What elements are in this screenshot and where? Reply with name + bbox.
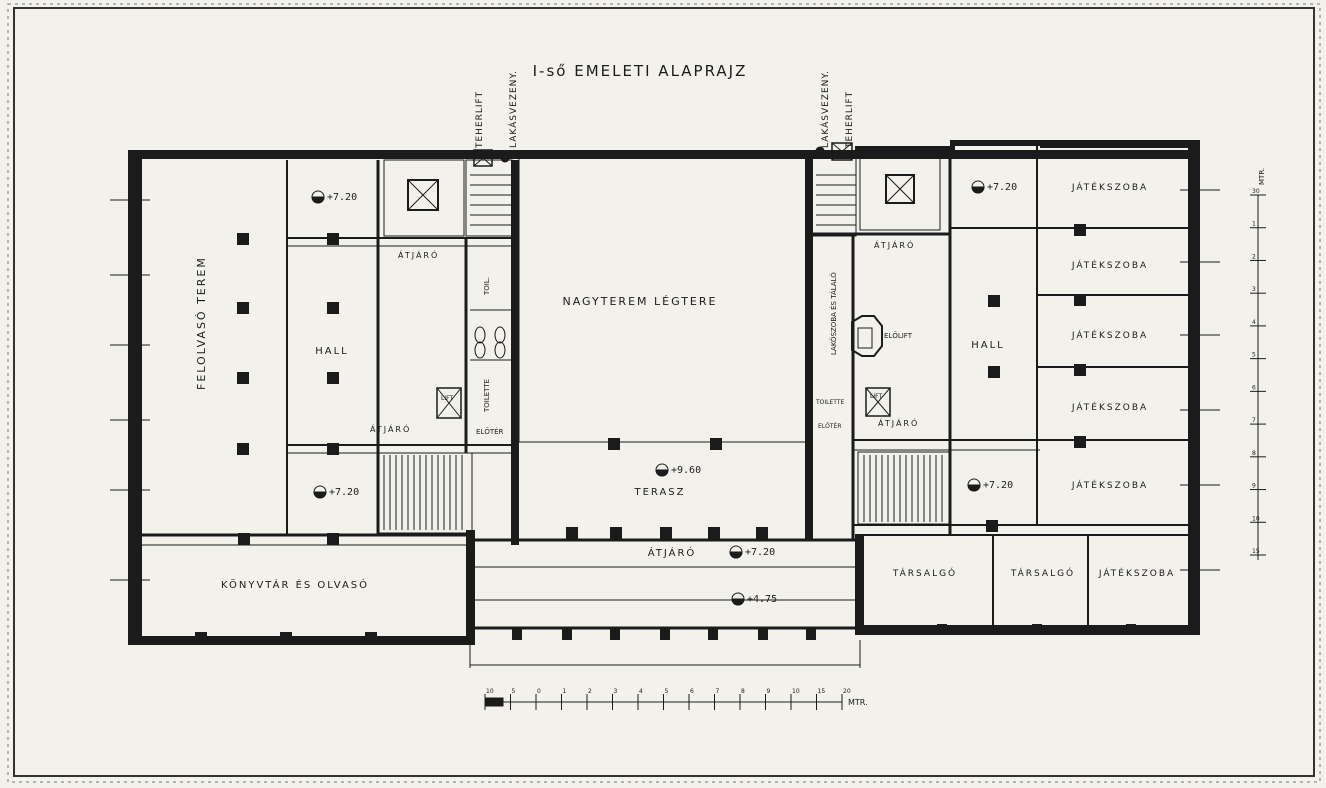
scale-bottom-tick-label: 2: [588, 688, 592, 695]
room-jatekszoba-1: JÁTÉKSZOBA: [1071, 181, 1148, 193]
scale-right-tick-label: 7: [1252, 417, 1256, 424]
level-atjaro-center: +7.20: [745, 547, 775, 558]
room-jatekszoba-4: JÁTÉKSZOBA: [1071, 401, 1148, 413]
interior-walls-right: [809, 142, 1188, 628]
scale-right-tick-label: 9: [1252, 483, 1256, 490]
columns-right: [937, 224, 1136, 634]
scale-bar-bottom: [484, 694, 843, 710]
columns-center: [512, 438, 816, 640]
plan-title: I-ső EMELETI ALAPRAJZ: [533, 62, 748, 80]
level-terrasz: +9.60: [671, 465, 701, 476]
room-jatekszoba-5: JÁTÉKSZOBA: [1071, 479, 1148, 491]
scale-right-tick-label: 1: [1252, 221, 1256, 228]
scale-right-tick-label: 2: [1252, 253, 1256, 260]
room-atjaro-top-right: ÁTJÁRÓ: [874, 239, 915, 250]
room-eloter-right: ELŐTÉR: [818, 422, 841, 430]
main-stair-right-treads: [863, 455, 943, 522]
drawing-frame: [13, 7, 1315, 777]
scale-right-tick-label: 6: [1252, 384, 1256, 391]
interior-walls-left: [142, 149, 519, 546]
room-lift-left: LIFT: [441, 395, 453, 402]
scale-bottom-tick-label: 6: [690, 688, 694, 695]
room-lift-right: LIFT: [870, 393, 882, 400]
scale-bottom-tick-label: 20: [843, 688, 851, 695]
level-hall-right-top: +7.20: [987, 182, 1017, 193]
level-hall-left-bottom: +7.20: [329, 487, 359, 498]
room-atjaro-top-left: ÁTJÁRÓ: [398, 249, 439, 260]
scale-bottom-tick-label: 5: [512, 688, 516, 695]
scale-bottom-tick-label: 3: [614, 688, 618, 695]
label-lakasvezeny-right: LAKÁSVEZENY.: [819, 70, 831, 148]
level-hall-right-bottom: +7.20: [983, 480, 1013, 491]
room-lakoszoba-talalo: LAKÓSZOBA ÉS TÁLALÓ: [829, 272, 838, 355]
room-hall-right: HALL: [971, 340, 1005, 351]
room-elolift: ELŐLIFT: [884, 331, 913, 340]
scale-bottom-tick-label: 7: [716, 688, 720, 695]
scale-bottom-tick-label: 15: [818, 688, 826, 695]
room-atjaro-center: ÁTJÁRÓ: [648, 546, 697, 559]
scale-bottom-unit: MTR.: [848, 698, 868, 707]
main-stair-left-treads: [383, 455, 463, 530]
scale-right-tick-label: 5: [1252, 352, 1256, 359]
scale-bottom-tick-label: 10: [486, 688, 494, 695]
room-tarsalgo-1: TÁRSALGÓ: [892, 567, 957, 579]
room-jatekszoba-3: JÁTÉKSZOBA: [1071, 329, 1148, 341]
scale-bottom-tick-label: 8: [741, 688, 745, 695]
level-lower-center: +4.75: [747, 594, 777, 605]
scale-bottom-tick-label: 10: [792, 688, 800, 695]
room-konyvtar: KÖNYVTÁR ÉS OLVASÓ: [221, 578, 369, 591]
outer-frame: [7, 3, 1321, 783]
scale-right-tick-label: 15: [1252, 548, 1260, 555]
label-teherlift-right: TEHERLIFT: [845, 91, 855, 149]
room-jatekszoba-6: JÁTÉKSZOBA: [1098, 567, 1175, 579]
room-atjaro-bottom-right: ÁTJÁRÓ: [878, 417, 919, 428]
scale-bottom-tick-label: 9: [767, 688, 771, 695]
scale-bar-right: [1250, 194, 1266, 560]
window-ticks: [110, 189, 1220, 581]
room-eloter-left: ELŐTÉR: [476, 427, 504, 436]
room-nagyterem: NAGYTEREM LÉGTERE: [563, 295, 718, 308]
room-jatekszoba-2: JÁTÉKSZOBA: [1071, 259, 1148, 271]
room-atjaro-bottom-left: ÁTJÁRÓ: [370, 423, 411, 434]
scale-right-tick-label: 3: [1252, 286, 1256, 293]
center-walls: [469, 150, 861, 668]
label-teherlift-left: TEHERLIFT: [475, 91, 485, 149]
room-toilette-right: TOILETTE: [815, 399, 845, 406]
scale-right-tick-label: 8: [1252, 450, 1256, 457]
room-toilette-left-bottom: TOILETTE: [483, 379, 491, 413]
columns-left: [195, 233, 377, 644]
scale-bottom-tick-label: 0: [537, 688, 541, 695]
scale-bottom-tick-label: 5: [665, 688, 669, 695]
scale-bottom-tick-label: 1: [563, 688, 567, 695]
scale-right-tick-label: 30: [1252, 188, 1260, 195]
scale-bottom-tick-label: 4: [639, 688, 643, 695]
room-tarsalgo-2: TÁRSALGÓ: [1010, 567, 1075, 579]
room-toilette-left-top: TOIL.: [483, 277, 491, 296]
room-olvaso-terem: FELOLVASÓ TEREM: [195, 256, 208, 390]
scale-right-tick-label: 10: [1252, 515, 1260, 522]
level-markers: [311, 180, 985, 606]
room-hall-left: HALL: [315, 346, 349, 357]
scale-right-tick-label: 4: [1252, 319, 1256, 326]
label-lakasvezeny-left: LAKÁSVEZENY.: [507, 70, 519, 148]
room-terrasz: TERASZ: [633, 487, 685, 498]
scale-right-unit: MTR.: [1258, 168, 1266, 185]
level-hall-left-top: +7.20: [327, 192, 357, 203]
